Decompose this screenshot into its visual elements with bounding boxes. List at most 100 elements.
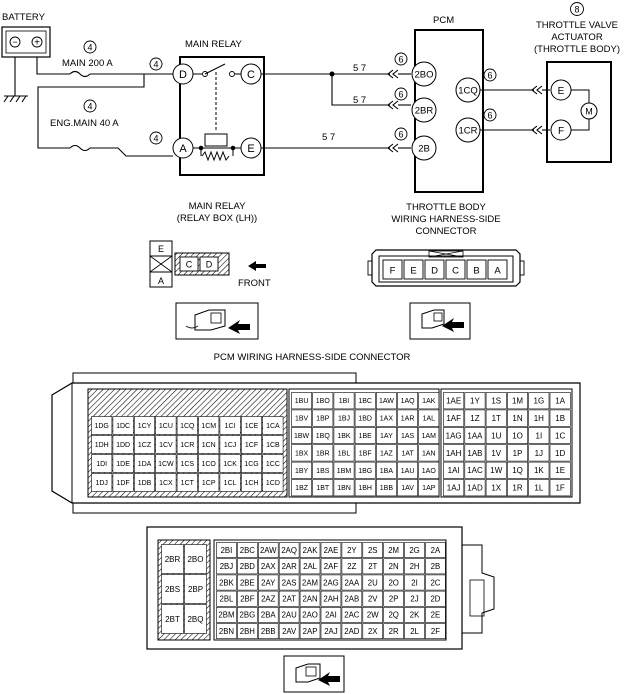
pcm-pin-label: 1CD (266, 480, 280, 487)
pcm-pin-label: 2AW (260, 546, 277, 555)
pcm-pin-label: 2BP (188, 585, 203, 594)
pcm-pin-label: 1CC (266, 461, 280, 468)
pcm-pin-cell (184, 604, 207, 634)
pcm-pin-cell (425, 623, 446, 639)
pcm-pin-label: 1AV (401, 485, 414, 492)
pcm-pin-label: 2E (431, 611, 441, 620)
pcm-pin-cell (299, 542, 321, 558)
fuse-callout-2: 4 (87, 102, 92, 112)
throttle-conn-caption-1: THROTTLE BODY (406, 202, 486, 213)
pcm-pin-cell (528, 409, 550, 427)
throttle-actuator-box (546, 61, 612, 163)
pcm-pin-cell (375, 479, 397, 497)
pcm-pin-label: 2AQ (281, 546, 297, 555)
fuse-main-200a: 4 MAIN 200 A (62, 40, 113, 69)
pcm-pin-cell (176, 473, 198, 492)
pcm-pin-label: 1AE (446, 397, 461, 406)
pcm-callout-1cq: 6 (487, 71, 492, 81)
pcm-pin-label: 2D (430, 595, 440, 604)
pcm-pin-cell (299, 590, 321, 607)
splice-point (329, 71, 335, 77)
pcm-pin-label: 1BS (316, 468, 330, 475)
pcm-pin-cell (176, 416, 198, 435)
pcm-pin-label: 1DC (116, 423, 130, 430)
pcm-pin-label: 1BW (294, 433, 310, 440)
pcm-pin-label: 1AP (422, 485, 436, 492)
pcm-connector-view-icon (283, 655, 345, 693)
relay-connector-drawing (149, 240, 266, 288)
pcm-pin-label: 1CX (159, 480, 173, 487)
main-relay-title: MAIN RELAY (185, 39, 243, 50)
pcm-pin-label: 1V (491, 449, 501, 458)
pcm-pin-cell (312, 461, 334, 479)
pcm-pin-label: 2AV (282, 627, 297, 636)
pcm-pin-cell (383, 590, 404, 607)
pcm-pin-label: 2BN (219, 627, 234, 636)
pcm-pin-cell (443, 409, 465, 427)
pcm-pin-label: 2BO (187, 555, 203, 564)
pcm-pin-label: 1AK (422, 398, 436, 405)
pcm-pin-label: 2AY (261, 578, 276, 587)
pcm-pin-cell (216, 558, 237, 575)
pcm-pin-cell (362, 623, 383, 639)
pcm-pin-label: 1Z (470, 414, 479, 423)
pcm-pin-label: 1BH (358, 485, 372, 492)
pcm-pin-label: 2AH (323, 595, 338, 604)
fuse-callout-1: 4 (87, 43, 92, 53)
pcm-pin-label: 1AG (446, 431, 462, 440)
pcm-pin-label: 2G (409, 546, 419, 555)
pcm-pin-label: 1DB (138, 480, 152, 487)
throttle-pin-label: D (431, 266, 438, 277)
pcm-pin-cell (404, 623, 425, 639)
pcm-pin-label: 1DG (94, 423, 108, 430)
pcm-pin-label: 2AS (282, 578, 297, 587)
pcm-pin-label: 1BU (295, 398, 309, 405)
pcm-pin-cell (241, 435, 263, 454)
pcm-pin-label: 1DF (116, 480, 129, 487)
fuse-wiring (36, 57, 173, 157)
pcm-pin-cell (291, 426, 313, 444)
pcm-pin-cell (257, 542, 279, 558)
pcm-pin-cell (262, 435, 284, 454)
pcm-pin-cell (383, 574, 404, 591)
pcm-pin-label: 2AG (323, 578, 339, 587)
pcm-pin-cell (549, 479, 571, 497)
pcm-pin-label: 2AE (324, 546, 339, 555)
pcm-pin-label: 2Q (388, 611, 398, 620)
pcm-callout-2b: 6 (398, 130, 403, 140)
pcm-title: PCM (433, 15, 454, 26)
pcm-pin-cell (549, 444, 571, 462)
pcm-pin-cell (299, 574, 321, 591)
pcm-pin-cell (443, 461, 465, 479)
pcm-pin-cell (425, 558, 446, 575)
pcm-pin-cell (464, 426, 486, 444)
wire-callout-2br: 5 7 (353, 95, 366, 106)
pcm-pin-cell (155, 435, 177, 454)
pcm-pin-label: 2BS (165, 585, 180, 594)
pcm-pin-cell (464, 479, 486, 497)
pcm-pin-cell (443, 444, 465, 462)
pcm-pin-cell (341, 542, 363, 558)
pcm-pin-label: 1P (513, 449, 523, 458)
pcm-pin-label: 1BK (337, 433, 351, 440)
pcm-pin-label: 2V (368, 595, 378, 604)
pcm-pin-cell (383, 558, 404, 575)
pcm-pin-cell (375, 392, 397, 410)
pcm-pin-label: 2BF (240, 595, 255, 604)
pcm-pin-cell (91, 473, 113, 492)
pcm-pin-label: 1M (512, 397, 523, 406)
pcm-pin-1cq: 1CQ (458, 86, 478, 97)
pcm-pin-label: 2BA (261, 611, 277, 620)
pcm-pin-cell (528, 479, 550, 497)
pcm-pin-label: 1AA (467, 431, 483, 440)
pcm-pin-cell (443, 392, 465, 410)
pcm-pin-label: 1CY (138, 423, 152, 430)
pcm-pin-label: 1BC (358, 398, 372, 405)
pcm-pin-label: 1CZ (138, 442, 152, 449)
pcm-pin-label: 2W (367, 611, 379, 620)
pcm-pin-cell (354, 444, 376, 462)
pcm-pin-label: 1AJ (447, 484, 461, 493)
